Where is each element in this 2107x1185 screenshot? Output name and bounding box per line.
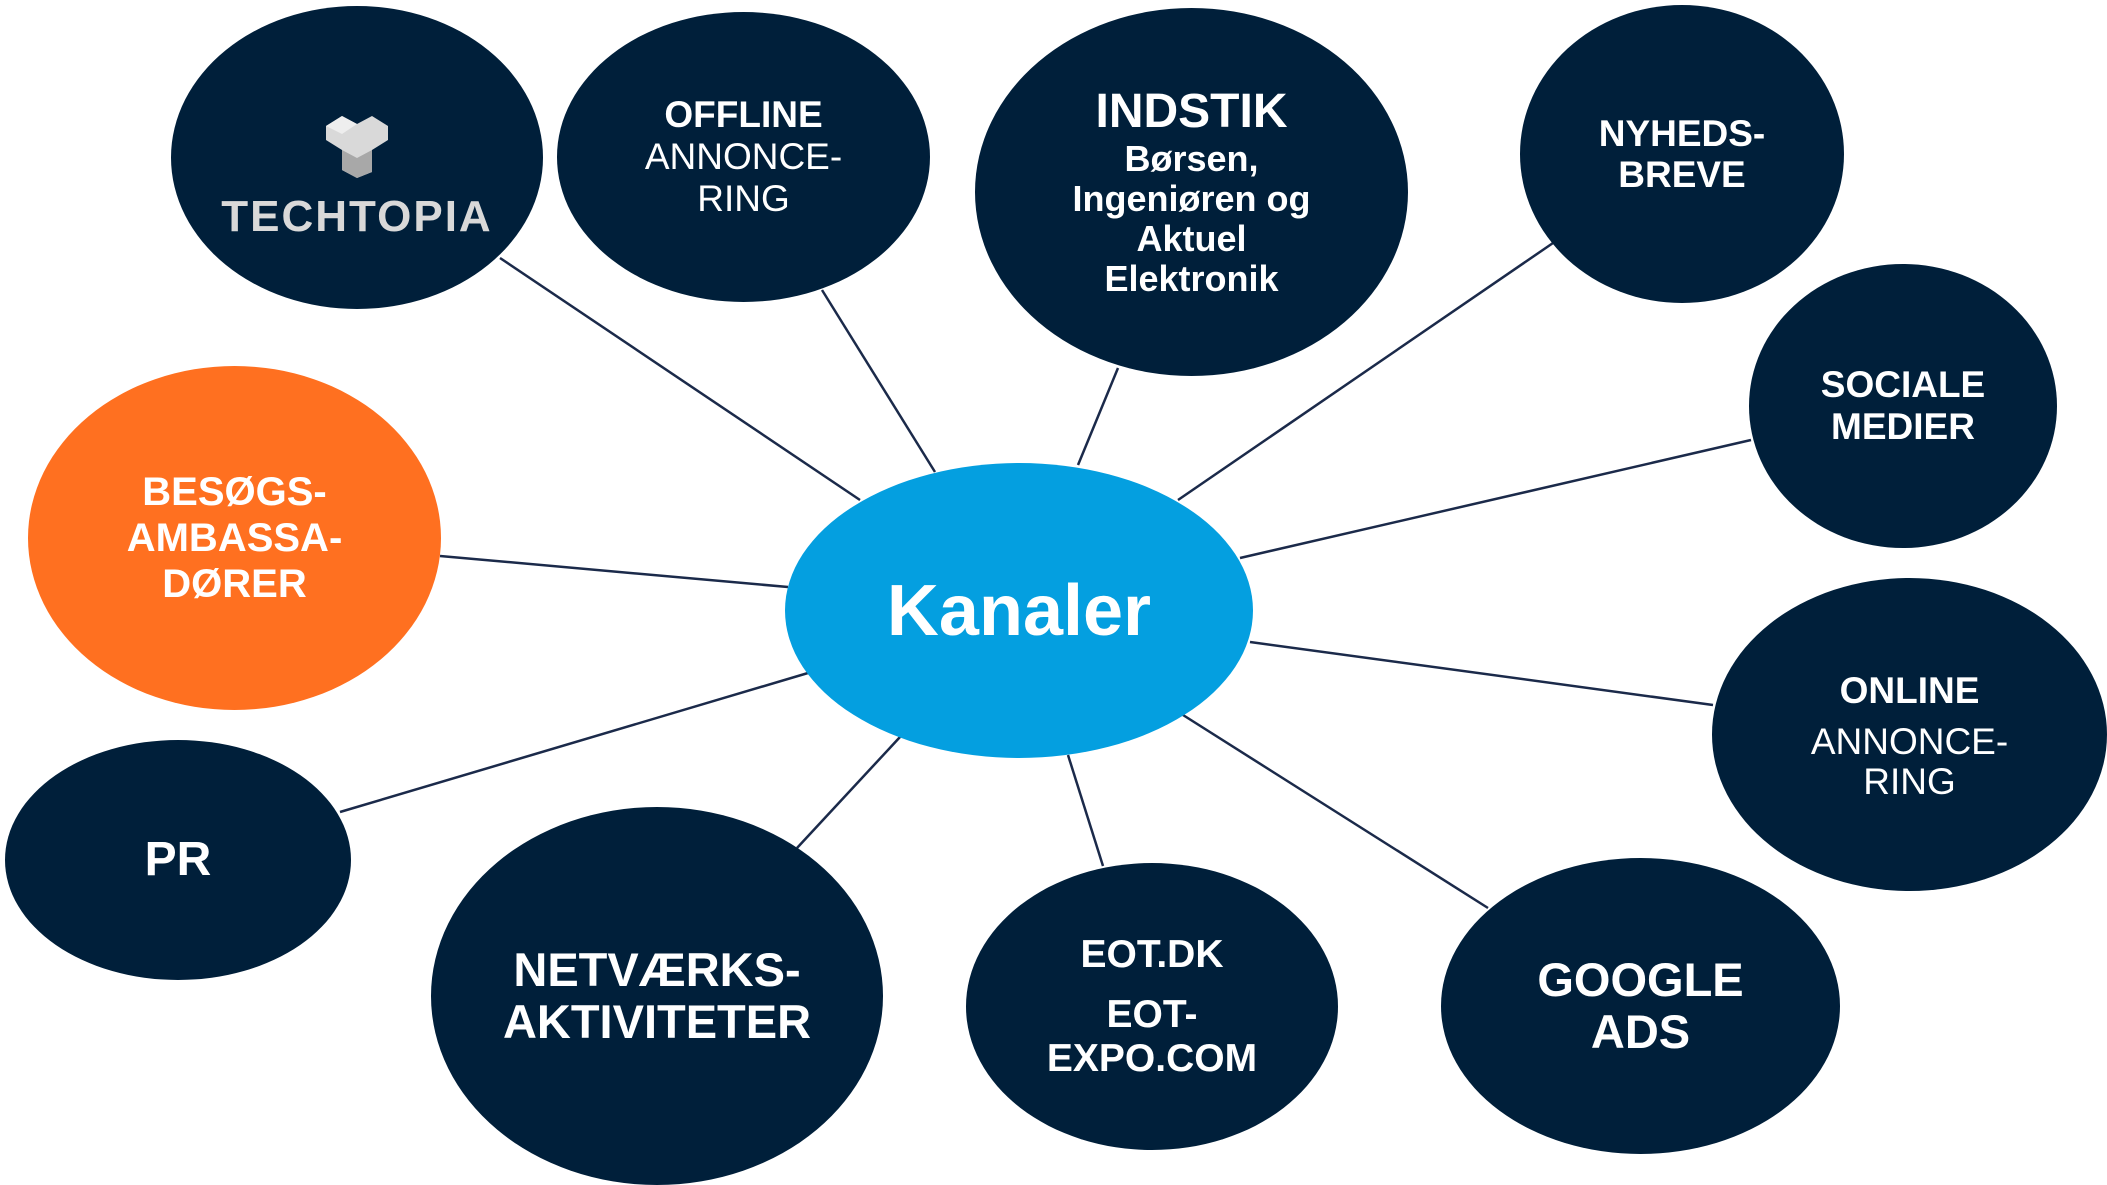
link-eot: [1066, 754, 1105, 867]
online-line3: RING: [1863, 760, 1956, 802]
center-label: Kanaler: [886, 570, 1152, 651]
link-indstik: [1076, 367, 1120, 466]
offline-line2: ANNONCE-: [644, 136, 843, 177]
link-sociale: [1239, 438, 1752, 560]
center-hub: Kanaler: [785, 463, 1253, 758]
node-nyhedsbreve: NYHEDS- BREVE: [1520, 5, 1844, 303]
link-techtopia: [499, 256, 861, 502]
online-line2: ANNONCE-: [1810, 720, 2009, 762]
link-besogs: [439, 554, 789, 589]
online-line1: ONLINE: [1839, 669, 1980, 711]
node-techtopia: TECHTOPIA: [171, 6, 543, 309]
nyhedsbreve-line2: BREVE: [1618, 154, 1746, 195]
node-online-annoncering: ONLINE ANNONCE- RING: [1712, 578, 2107, 891]
besogs-line2: AMBASSA-: [126, 516, 343, 560]
techtopia-logo-icon: [326, 115, 388, 178]
indstik-title: INDSTIK: [1095, 85, 1288, 138]
node-sociale-medier: SOCIALE MEDIER: [1749, 264, 2057, 548]
link-online: [1249, 640, 1714, 707]
link-pr: [339, 671, 809, 814]
node-google-ads: GOOGLE ADS: [1441, 858, 1840, 1154]
node-besogsambassadorer: BESØGS- AMBASSA- DØRER: [28, 366, 441, 710]
indstik-line5: Elektronik: [1104, 258, 1279, 299]
node-pr: PR: [5, 740, 351, 980]
offline-line3: RING: [697, 178, 790, 219]
link-netvaerk: [796, 736, 901, 849]
node-indstik: INDSTIK Børsen, Ingeniøren og Aktuel Ele…: [975, 8, 1408, 376]
link-google: [1182, 713, 1489, 910]
indstik-line2: Børsen,: [1124, 138, 1259, 179]
eot-line3: EXPO.COM: [1046, 1036, 1258, 1080]
google-line2: ADS: [1590, 1005, 1691, 1058]
eot-line1: EOT.DK: [1080, 932, 1224, 976]
netvaerk-line1: NETVÆRKS-: [513, 943, 801, 996]
google-line1: GOOGLE: [1537, 953, 1744, 1006]
nyhedsbreve-line1: NYHEDS-: [1598, 113, 1766, 154]
eot-line2: EOT-: [1106, 992, 1198, 1036]
besogs-line3: DØRER: [162, 562, 307, 606]
node-eot: EOT.DK EOT- EXPO.COM: [966, 863, 1338, 1150]
offline-line1: OFFLINE: [664, 94, 823, 135]
link-offline: [820, 289, 937, 473]
indstik-line3: Ingeniøren og: [1072, 178, 1311, 219]
pr-label: PR: [144, 833, 212, 886]
netvaerk-line2: AKTIVITETER: [502, 995, 812, 1048]
link-nyhedsbreve: [1177, 241, 1554, 502]
node-netvaerksaktiviteter: NETVÆRKS- AKTIVITETER: [431, 807, 883, 1185]
sociale-line1: SOCIALE: [1820, 364, 1986, 405]
sociale-line2: MEDIER: [1831, 406, 1975, 447]
besogs-line1: BESØGS-: [142, 470, 327, 514]
indstik-line4: Aktuel: [1136, 218, 1247, 259]
node-offline-annoncering: OFFLINE ANNONCE- RING: [557, 12, 930, 302]
techtopia-logo-text: TECHTOPIA: [221, 191, 493, 241]
